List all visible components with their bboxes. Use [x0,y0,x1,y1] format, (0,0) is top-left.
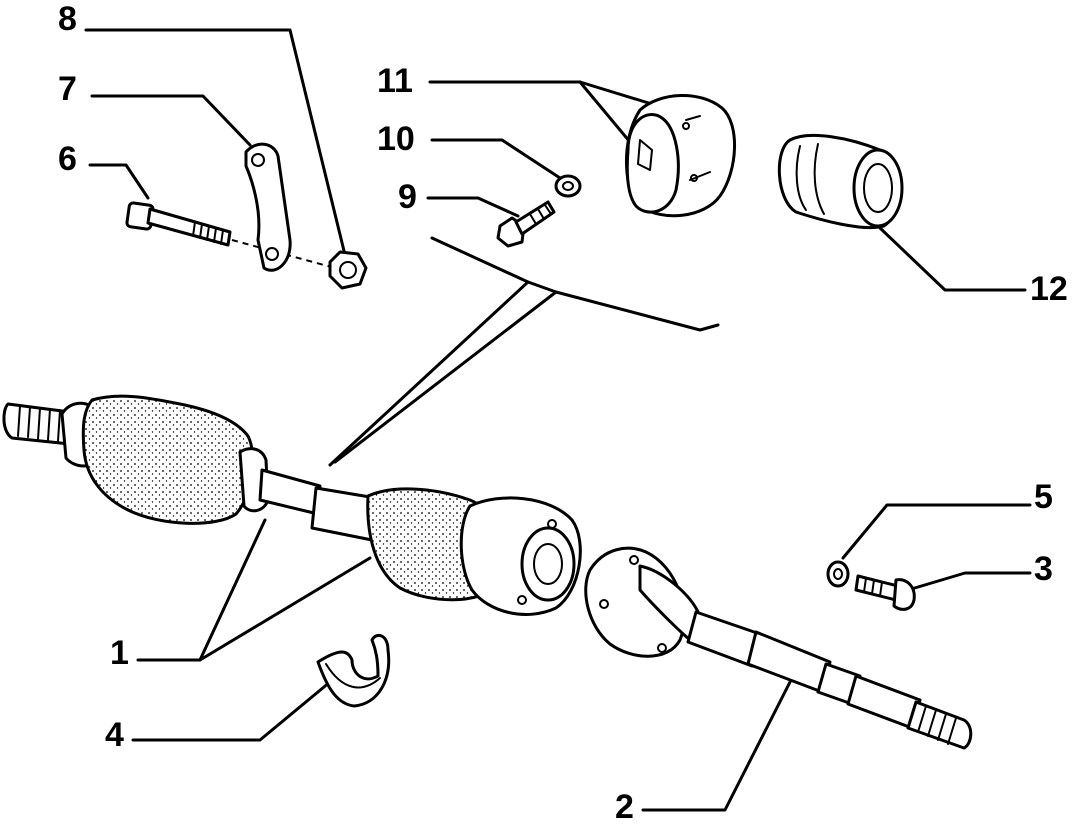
screw-icon [496,200,556,248]
callout-12: 12 [1030,270,1068,308]
leader-line-4 [131,680,332,742]
leader-line-8 [84,28,347,257]
hex-nut-icon [328,250,368,290]
leader-line-10 [430,138,562,180]
callout-7: 7 [58,70,77,108]
bearing-support-icon [624,94,737,218]
strap-plate-icon [244,142,292,272]
leader-line-5 [841,503,1032,560]
callout-5: 5 [1034,478,1053,516]
callout-1: 1 [110,634,129,672]
callout-2: 2 [615,788,634,824]
callout-10: 10 [377,120,415,158]
callout-6: 6 [58,140,77,178]
leader-line-12 [878,226,1027,292]
assembly-pointer-c [554,290,720,332]
long-bolt-icon [125,201,232,247]
callout-8: 8 [58,0,77,38]
leader-line-7 [90,94,252,147]
leader-line-2 [641,680,792,812]
drive-shaft-icon [584,546,973,750]
callout-11: 11 [377,62,413,100]
washer-icon [826,560,850,588]
half-shell-bracket-icon [316,633,391,708]
leader-line-1b [198,556,372,662]
leader-line-6 [88,163,150,200]
leader-line-1 [136,518,267,662]
leader-line-9 [426,196,520,218]
leader-lines [84,28,1032,812]
bearing-icon [777,133,904,230]
washer-icon [554,174,582,198]
callout-3: 3 [1034,550,1053,588]
assembly-axis-6-8 [231,239,336,269]
callout-4: 4 [105,716,124,754]
bolt-icon [854,574,916,611]
leader-line-11b [578,80,637,150]
cv-joint-boot-icon [2,394,582,616]
callout-labels: 8 7 6 11 10 9 12 5 3 1 4 2 [58,0,1068,824]
leader-line-11 [428,80,657,107]
callout-9: 9 [398,178,417,216]
leader-line-3 [906,571,1032,592]
assembly-pointer-b [333,280,558,464]
